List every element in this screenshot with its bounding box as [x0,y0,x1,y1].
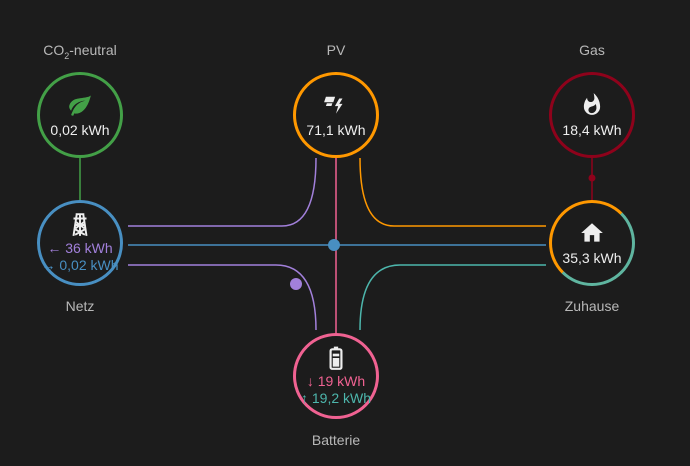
pv-grid-curve [128,157,317,227]
battery-charge-value: ↓ 19 kWh [306,373,366,389]
pv-label: PV [326,42,346,58]
grid-battery-curve [128,264,317,331]
fire-icon [583,92,601,115]
battery-label: Batterie [311,432,361,448]
home-node[interactable]: 35,3 kWh [549,200,635,286]
home-label: Zuhause [564,298,620,314]
battery-node[interactable]: ↓ 19 kWh ↑ 19,2 kWh [293,333,379,419]
solar-power-icon [324,96,343,114]
home-value: 35,3 kWh [562,249,622,266]
leaf-icon [69,94,91,116]
co2-node[interactable]: 0,02 kWh [37,72,123,158]
grid-battery-flow-dot [290,278,302,290]
transmission-tower-icon [72,213,88,236]
grid-import-value: ← 36 kWh [47,240,113,256]
battery-home-curve [359,264,546,331]
gas-node[interactable]: 18,4 kWh [549,72,635,158]
gas-value: 18,4 kWh [562,121,622,138]
grid-node[interactable]: ← 36 kWh → 0,02 kWh [37,200,123,286]
gas-flow-dot [588,174,596,182]
battery-discharge-value: ↑ 19,2 kWh [300,390,372,406]
grid-home-flow-dot [328,239,340,251]
grid-export-value: → 0,02 kWh [41,257,119,273]
home-icon [581,222,603,242]
gas-label: Gas [579,42,605,58]
pv-value: 71,1 kWh [306,121,366,138]
pv-node[interactable]: 71,1 kWh [293,72,379,158]
pv-home-curve [359,157,546,227]
grid-label: Netz [65,298,95,314]
co2-label: CO2-neutral [43,42,117,61]
battery-icon [329,346,343,370]
co2-value: 0,02 kWh [50,121,110,138]
